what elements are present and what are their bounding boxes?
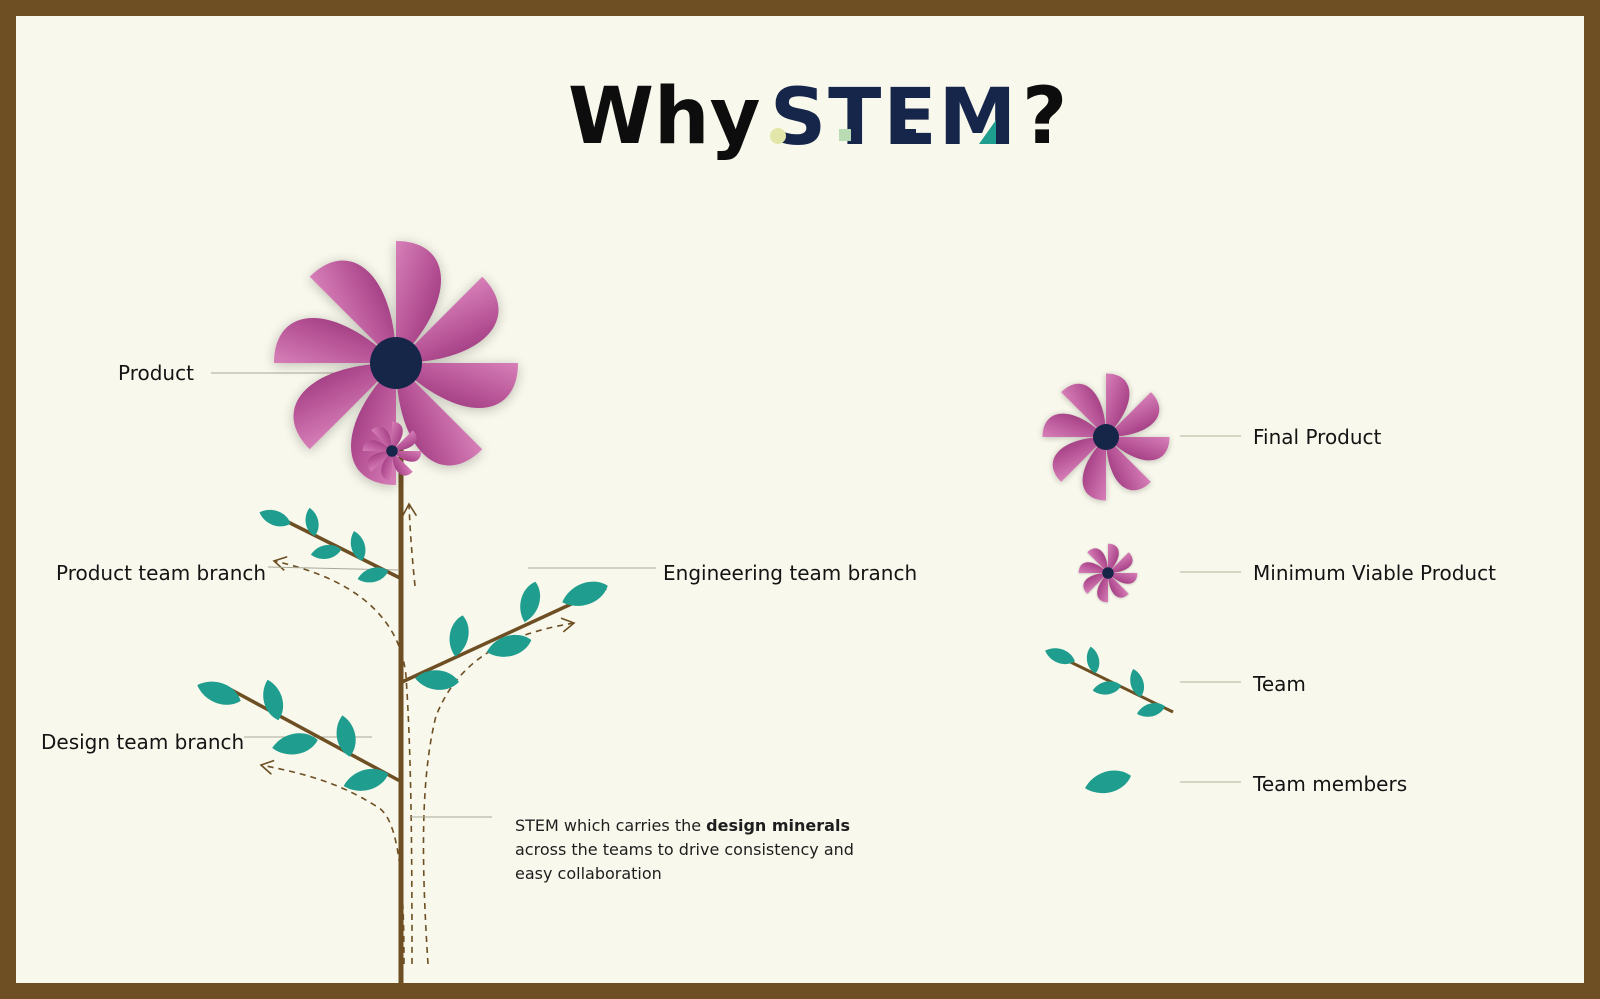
flow-arrows [259, 502, 576, 965]
leaf-icon [256, 505, 294, 531]
title-suffix: ? [1022, 72, 1067, 162]
legend-final-product-icon [1042, 373, 1170, 501]
legend-leaf-icon [1082, 765, 1134, 799]
flow-arrow-design [259, 759, 405, 965]
title: Why STEM ? [568, 72, 1067, 163]
logo-square-icon [839, 129, 851, 141]
legend-mvp-icon [1078, 543, 1138, 603]
leaf-icon [258, 677, 288, 723]
engineering-team-branch-label: Engineering team branch [663, 561, 918, 585]
logo-triangle-icon [979, 120, 996, 144]
diagram-frame: Why STEM ? [16, 16, 1584, 983]
engineering-team-branch [401, 575, 612, 692]
product-team-branch-label: Product team branch [56, 561, 267, 585]
legend-connectors [1180, 435, 1241, 783]
logo-dot-icon [770, 128, 786, 144]
product-team-branch [256, 505, 401, 586]
leaf-icon [347, 529, 369, 563]
stem-logo: STEM [770, 73, 1018, 163]
design-team-branch [193, 675, 401, 796]
legend-team-label: Team [1253, 672, 1306, 696]
logo-bar-icon [900, 129, 916, 141]
mvp-flower-icon [362, 421, 422, 481]
title-prefix: Why [568, 72, 760, 162]
stem-description-part1: STEM which carries the [515, 816, 707, 835]
flow-arrow-top [401, 502, 418, 587]
product-flower-icon [274, 241, 518, 485]
branch-line [225, 685, 401, 783]
flower-center [370, 337, 422, 389]
diagram-canvas: Why STEM ? [193, 72, 1241, 983]
legend-team-members-label: Team members [1253, 772, 1408, 796]
stem-description: STEM which carries the design minerals a… [515, 814, 855, 886]
legend [1042, 373, 1241, 799]
legend-mvp-label: Minimum Viable Product [1253, 561, 1496, 585]
leaf-icon [333, 713, 359, 759]
leaf-icon [355, 564, 391, 586]
leaf-icon [341, 764, 391, 796]
flow-arrow-product [272, 555, 413, 965]
stem-description-highlight: design minerals [706, 816, 850, 835]
stem-description-part2: across the teams to drive consistency an… [515, 840, 854, 883]
product-label: Product [118, 361, 194, 385]
legend-final-product-label: Final Product [1253, 425, 1382, 449]
stem-logo-text: STEM [770, 73, 1018, 163]
design-team-branch-label: Design team branch [41, 730, 245, 754]
legend-team-icon [1042, 643, 1174, 720]
